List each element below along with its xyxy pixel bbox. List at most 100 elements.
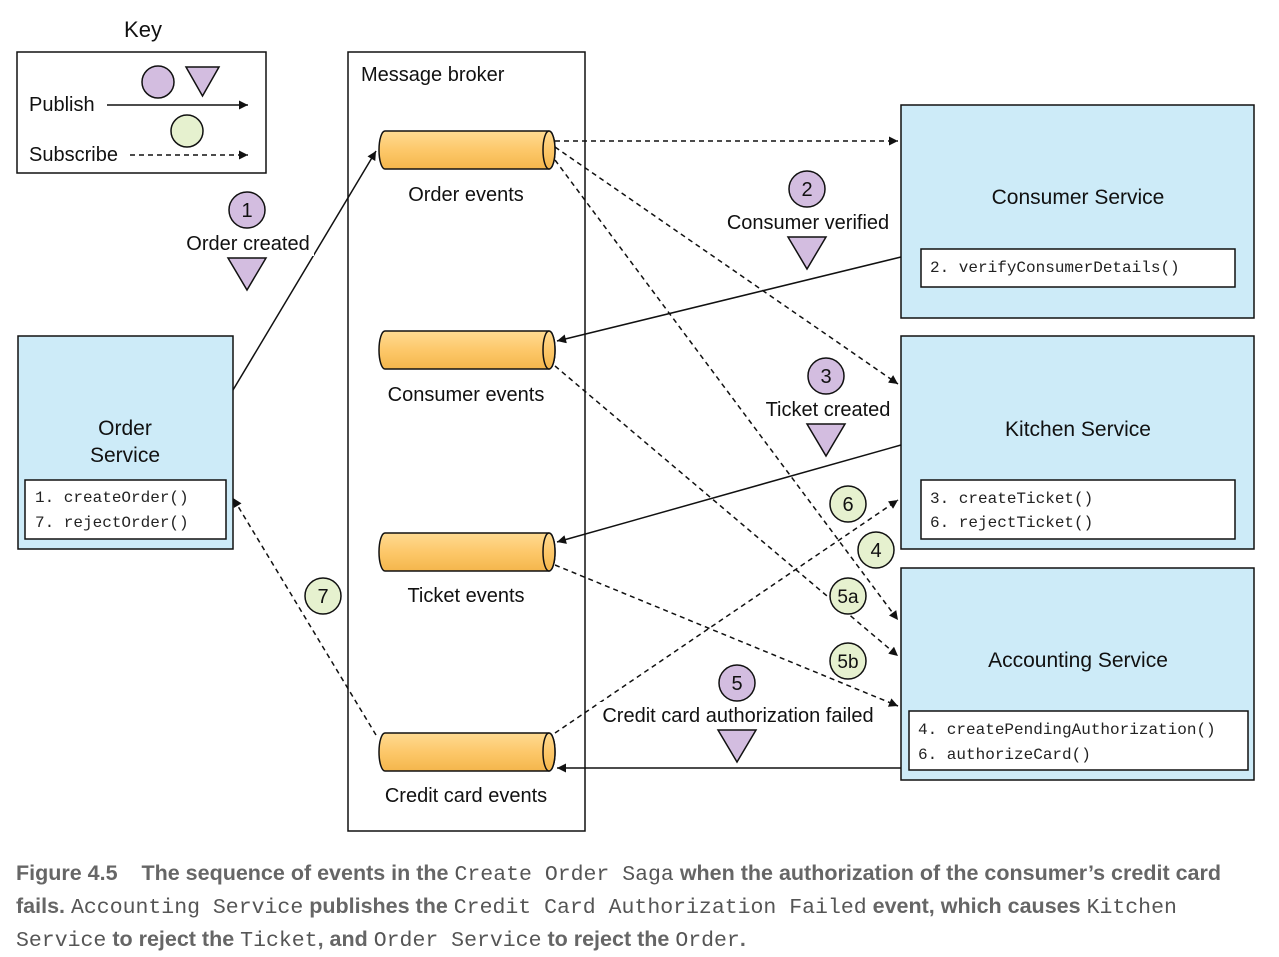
- publish-circle-icon: [228, 191, 266, 229]
- subscribe-order-to-accounting-arrow: [554, 159, 899, 621]
- event-label: Credit card authorization failed: [602, 705, 873, 727]
- method-create-ticket: 3. createTicket(): [930, 490, 1093, 508]
- caption-code: Credit Card Authorization Failed: [453, 896, 867, 920]
- key-box: [16, 51, 267, 174]
- publish-order-created-arrow: [232, 150, 377, 391]
- method-create-order: 1. createOrder(): [35, 489, 189, 507]
- channel-label: Order events: [408, 184, 524, 206]
- publish-circle-icon: [718, 664, 756, 702]
- channel-label: Ticket events: [407, 585, 524, 607]
- caption-text: to reject the: [547, 927, 670, 951]
- publish-triangle-icon: [184, 66, 221, 98]
- subscribe-credit-to-kitchen-arrow: [554, 499, 899, 734]
- message-broker: Message broker: [347, 51, 586, 832]
- channel-cylinder-icon: [378, 130, 556, 170]
- publish-circle-icon: [807, 357, 845, 395]
- order-service-title: Order: [98, 417, 152, 440]
- event-ticket-created: 3 Ticket created: [761, 357, 895, 458]
- svg-text:5a: 5a: [837, 587, 859, 608]
- svg-text:5b: 5b: [837, 652, 858, 673]
- caption-text: when the authorization of the consumer’s…: [16, 861, 1221, 918]
- kitchen-methods-box: [920, 479, 1236, 540]
- caption-text: , and: [317, 927, 368, 951]
- subscribe-consumer-to-accounting-arrow: [554, 365, 899, 657]
- order-service: Order Service 1. createOrder() 7. reject…: [17, 335, 234, 550]
- publish-consumer-verified-arrow: [556, 256, 902, 344]
- subscribe-circle-icon: [304, 577, 342, 615]
- subscribe-circle-icon: [829, 485, 867, 523]
- method-create-pending-authorization: 4. createPendingAuthorization(): [918, 721, 1216, 739]
- event-number: 5: [731, 673, 742, 695]
- channel-consumer-events: Consumer events: [378, 330, 556, 406]
- publish-circle-icon: [141, 65, 175, 99]
- caption-text: publishes the: [309, 894, 448, 918]
- channel-order-events: Order events: [378, 130, 556, 206]
- event-label: Order created: [186, 233, 309, 255]
- subscribe-circle-icon: [857, 531, 895, 569]
- accounting-service: Accounting Service 4. createPendingAutho…: [900, 567, 1255, 781]
- caption-code: Kitchen Service: [16, 896, 1177, 953]
- subscribe-circle-icon: [829, 577, 867, 615]
- event-number: 2: [801, 179, 812, 201]
- channel-ticket-events: Ticket events: [378, 532, 556, 607]
- event-consumer-verified: 2 Consumer verified: [722, 170, 894, 271]
- step-4-marker: 4: [857, 531, 895, 569]
- broker-title: Message broker: [361, 64, 505, 86]
- caption-code: Accounting Service: [70, 896, 304, 920]
- key-publish-label: Publish: [29, 94, 95, 116]
- arrows: [232, 136, 902, 773]
- channel-label: Consumer events: [388, 384, 545, 406]
- channel-cylinder-icon: [378, 532, 556, 572]
- method-authorize-card: 6. authorizeCard(): [918, 746, 1091, 764]
- figure-number: Figure 4.5: [16, 861, 118, 885]
- svg-text:6: 6: [842, 494, 853, 516]
- event-credit-card-authorization-failed: 5 Credit card authorization failed: [597, 664, 880, 764]
- subscribe-circle-icon: [829, 642, 867, 680]
- step-7-marker: 7: [304, 577, 342, 615]
- kitchen-service-title: Kitchen Service: [1005, 418, 1151, 441]
- subscribe-credit-to-order-arrow: [232, 497, 377, 736]
- svg-text:7: 7: [317, 586, 328, 608]
- caption-code: Create Order Saga: [454, 863, 674, 887]
- caption-text: The sequence of events in the: [141, 861, 449, 885]
- caption-code: Order Service: [373, 929, 542, 953]
- method-reject-order: 7. rejectOrder(): [35, 514, 189, 532]
- publish-triangle-icon: [226, 257, 268, 292]
- subscribe-order-to-kitchen-arrow: [554, 146, 899, 385]
- accounting-service-title: Accounting Service: [988, 649, 1168, 672]
- publish-triangle-icon: [805, 423, 847, 458]
- step-5a-marker: 5a: [829, 577, 867, 615]
- order-service-title-2: Service: [90, 444, 160, 467]
- figure-caption: Figure 4.5 The sequence of events in the…: [16, 858, 1266, 957]
- caption-code: Ticket: [240, 929, 318, 953]
- channel-cylinder-icon: [378, 330, 556, 370]
- event-number: 3: [820, 366, 831, 388]
- kitchen-service: Kitchen Service 3. createTicket() 6. rej…: [900, 335, 1255, 550]
- consumer-service-title: Consumer Service: [992, 186, 1165, 209]
- caption-text: to reject the: [112, 927, 235, 951]
- key-legend: Key Publish Subscribe: [16, 17, 267, 174]
- step-6-marker: 6: [829, 485, 867, 523]
- subscribe-circle-icon: [170, 114, 204, 148]
- publish-triangle-icon: [786, 236, 828, 271]
- caption-text: .: [739, 927, 746, 951]
- event-label: Consumer verified: [727, 212, 889, 234]
- channel-credit-card-events: Credit card events: [378, 732, 556, 807]
- accounting-methods-box: [908, 710, 1249, 771]
- publish-ticket-created-arrow: [556, 444, 902, 544]
- step-5b-marker: 5b: [829, 642, 867, 680]
- key-title: Key: [124, 17, 162, 42]
- method-verify-consumer: 2. verifyConsumerDetails(): [930, 259, 1180, 277]
- order-methods-box: [24, 479, 227, 540]
- consumer-methods-box: [920, 248, 1236, 288]
- subscribe-ticket-to-accounting-arrow: [554, 564, 899, 707]
- key-subscribe-label: Subscribe: [29, 144, 118, 166]
- method-reject-ticket: 6. rejectTicket(): [930, 514, 1093, 532]
- saga-diagram: Key Publish Subscribe Message broker Ord…: [16, 17, 1255, 832]
- caption-code: Order: [675, 929, 740, 953]
- caption-text: event, which causes: [872, 894, 1081, 918]
- event-order-created: 1 Order created: [182, 191, 314, 292]
- publish-circle-icon: [788, 170, 826, 208]
- channel-cylinder-icon: [378, 732, 556, 772]
- channel-label: Credit card events: [385, 785, 547, 807]
